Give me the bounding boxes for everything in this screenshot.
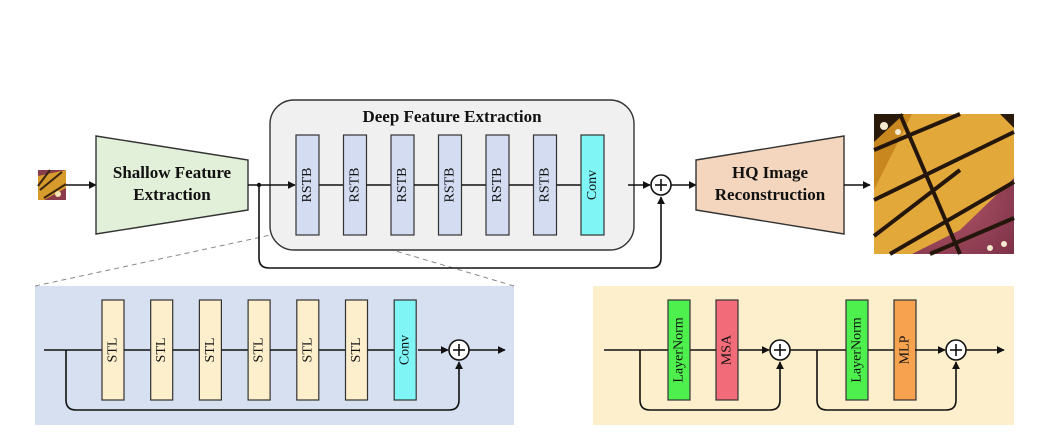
hq-reconstruction-line2: Reconstruction (715, 185, 826, 204)
stl-stl-2-label: STL (154, 338, 169, 363)
deep-feature-extraction-title: Deep Feature Extraction (362, 107, 542, 126)
shallow-feature-line1: Shallow Feature (113, 163, 232, 182)
rstb-rstb-3-label: RSTB (395, 167, 410, 202)
rstb-rstb-6-label: RSTB (538, 167, 553, 202)
rstb-chain: RSTB RSTB RSTB RSTB RSTB RSTB Conv (295, 134, 605, 236)
rstb-rstb-1-label: RSTB (300, 167, 315, 202)
stl-layernorm-3-label: LayerNorm (850, 317, 865, 382)
zoom-guide-line-left (34, 227, 304, 287)
rstb-rstb-2-label: RSTB (348, 167, 363, 202)
stl-sum-node-2 (945, 339, 967, 361)
stl-stl-6-label: STL (349, 338, 364, 363)
shallow-feature-extraction-block (95, 135, 249, 235)
stl-chain: STL STL STL STL STL STL Conv (101, 299, 417, 401)
rstb-conv-7-label: Conv (585, 170, 600, 200)
msa-skip-connection (639, 350, 784, 411)
stl-msa-2-label: MSA (720, 334, 735, 365)
stl-inner-chain: LayerNorm MSA LayerNorm MLP (667, 299, 917, 401)
stl-detail-panel (593, 286, 1014, 425)
stl-mlp-4-label: MLP (898, 335, 913, 364)
rstb-rstb-4-label: RSTB (443, 167, 458, 202)
rstb-sum-node (448, 339, 470, 361)
stl-layernorm-1-label: LayerNorm (672, 317, 687, 382)
mlp-skip-connection (816, 350, 960, 411)
stl-stl-5-label: STL (300, 338, 315, 363)
stl-stl-1-label: STL (106, 338, 121, 363)
stl-stl-3-label: STL (203, 338, 218, 363)
stl-sum-node-1 (769, 339, 791, 361)
input-lq-image (37, 169, 67, 200)
long-skip-connection (258, 185, 665, 269)
zoom-guide-line-right (317, 227, 515, 287)
shallow-feature-line2: Extraction (133, 185, 211, 204)
output-hq-image (872, 112, 1016, 256)
rstb-rstb-5-label: RSTB (490, 167, 505, 202)
rstb-skip-connection (65, 350, 463, 411)
hq-image-reconstruction-block (695, 135, 845, 235)
stl-conv-7-label: Conv (398, 335, 413, 365)
main-sum-node (650, 174, 672, 196)
hq-reconstruction-line1: HQ Image (732, 163, 808, 182)
rstb-conv-7-block (580, 134, 605, 236)
stl-stl-4-label: STL (252, 338, 267, 363)
stl-conv-7-block (393, 299, 417, 401)
